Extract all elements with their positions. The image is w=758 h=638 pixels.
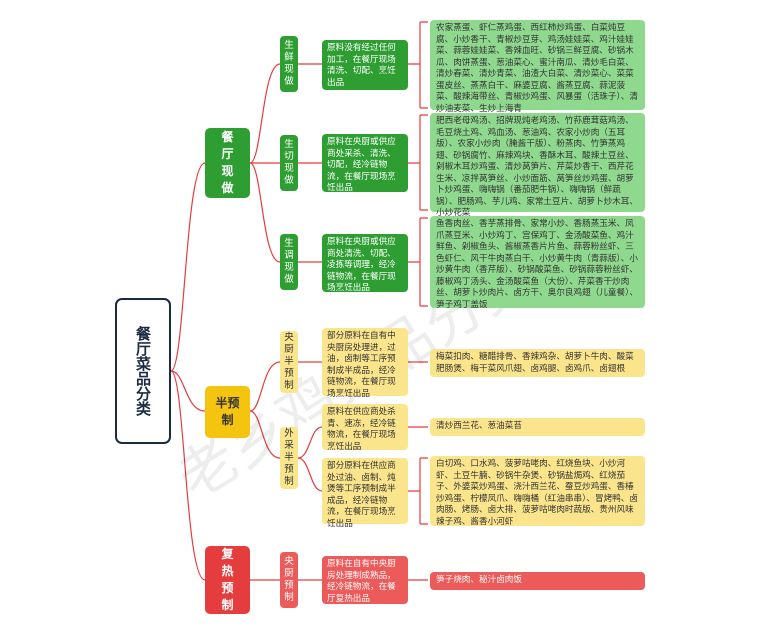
items-fresh-seasoned-made: 鱼香肉丝、香芋蒸排骨、家常小炒、香肠蒸玉米、凤爪蒸豆米、小炒鸡丁、宫保鸡丁、金汤… [430,216,645,310]
category-semi-prepared: 半预制 [205,386,250,438]
category-reheat-prepared: 复热预制 [205,546,250,614]
sub-central-kitchen-prepared: 央厨预制 [280,552,298,608]
sub-fresh-seasoned-made: 生调现做 [280,234,298,290]
connector-root-cat1 [170,162,206,372]
sub-central-kitchen-semi: 央厨半预制 [280,331,298,393]
desc-fresh-seasoned-made: 原料在央厨或供应商处清洗、切配、凌拣等调理，经冷链物流，在餐厅现场烹饪出品 [322,234,408,293]
desc-fresh-made: 原料没有经过任何加工，在餐厅现场清洗、切配、烹饪出品 [322,40,408,90]
category-restaurant-made: 餐厅现做 [205,128,250,198]
desc-outsourced-semi-1: 原料在供应商处杀青、速冻，经冷链物流，在餐厅现场烹饪出品 [322,404,408,452]
root-node: 餐厅菜品分类 [115,298,171,444]
items-central-kitchen-prepared: 笋子烧肉、秘汁卤肉饭 [430,572,645,590]
desc-central-kitchen-semi: 部分原料在自有中央厨房处理进，过油，卤制等工序预制成半成品，经冷链物流，在餐厅现… [322,328,408,399]
items-outsourced-semi-1: 清炒西兰花、葱油菜苔 [430,418,645,436]
category-label: 半预制 [215,396,240,427]
items-fresh-cut-made: 肥西老母鸡汤、招牌现炖老鸡汤、竹荪鹿茸菇鸡汤、毛豆烧土鸡、鸡血汤、葱油鸡、农家小… [430,113,645,218]
sub-fresh-made: 生鲜现做 [280,36,298,92]
desc-fresh-cut-made: 原料在央厨或供应商处采杀、清洗、切配，经冷链物流，在餐厅现场烹饪出品 [322,134,408,193]
category-label: 复热预制 [221,547,234,612]
category-label: 餐厅现做 [221,130,234,195]
items-outsourced-semi-2: 白切鸡、口水鸡、菠萝咕咾肉、红烧鱼块、小炒河虾、土豆牛腩、砂锅牛杂煲、砂锅盐焗鸡… [430,456,645,527]
connector-root-cat2 [170,370,206,412]
sub-fresh-cut-made: 生切现做 [280,135,298,191]
desc-central-kitchen-prepared: 原料在自有中央厨房处理制成熟品，经冷链物流，在餐厅复热出品 [322,556,408,604]
desc-outsourced-semi-2: 部分原料在供应商处过油、卤制、炖煲等工序预制成半成品，经冷链物流，在餐厅现场烹饪… [322,458,408,529]
items-central-kitchen-semi: 梅菜扣肉、糖醋排骨、香辣鸡杂、胡萝卜牛肉、酸菜肥肠煲、梅干菜风爪翅、卤鸡腿、卤鸡… [430,349,645,377]
items-fresh-made: 农家蒸蛋、虾仁蒸鸡蛋、西红柿炒鸡蛋、白菜炖豆腐、小炒香干、青椒炒豆芽、鸡汤娃娃菜… [430,20,645,114]
sub-outsourced-semi: 外采半预制 [280,427,298,489]
connector-root-cat3 [170,370,206,581]
